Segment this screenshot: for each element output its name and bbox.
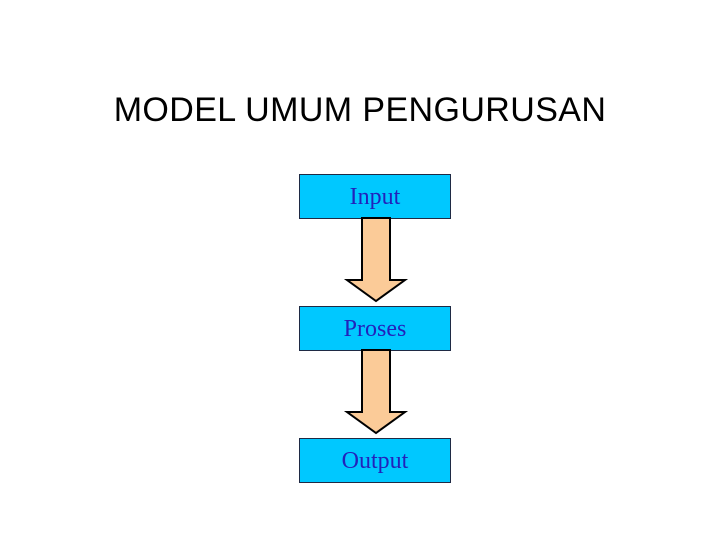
flow-node-output[interactable]: Output (299, 438, 451, 483)
down-arrow-icon (343, 349, 409, 435)
flow-node-proses[interactable]: Proses (299, 306, 451, 351)
flow-node-input[interactable]: Input (299, 174, 451, 219)
flow-node-label: Output (341, 447, 409, 474)
down-arrow-icon (343, 217, 409, 303)
page-title: MODEL UMUM PENGURUSAN (113, 91, 607, 129)
flow-node-label: Input (349, 183, 401, 210)
flow-node-label: Proses (343, 315, 407, 342)
